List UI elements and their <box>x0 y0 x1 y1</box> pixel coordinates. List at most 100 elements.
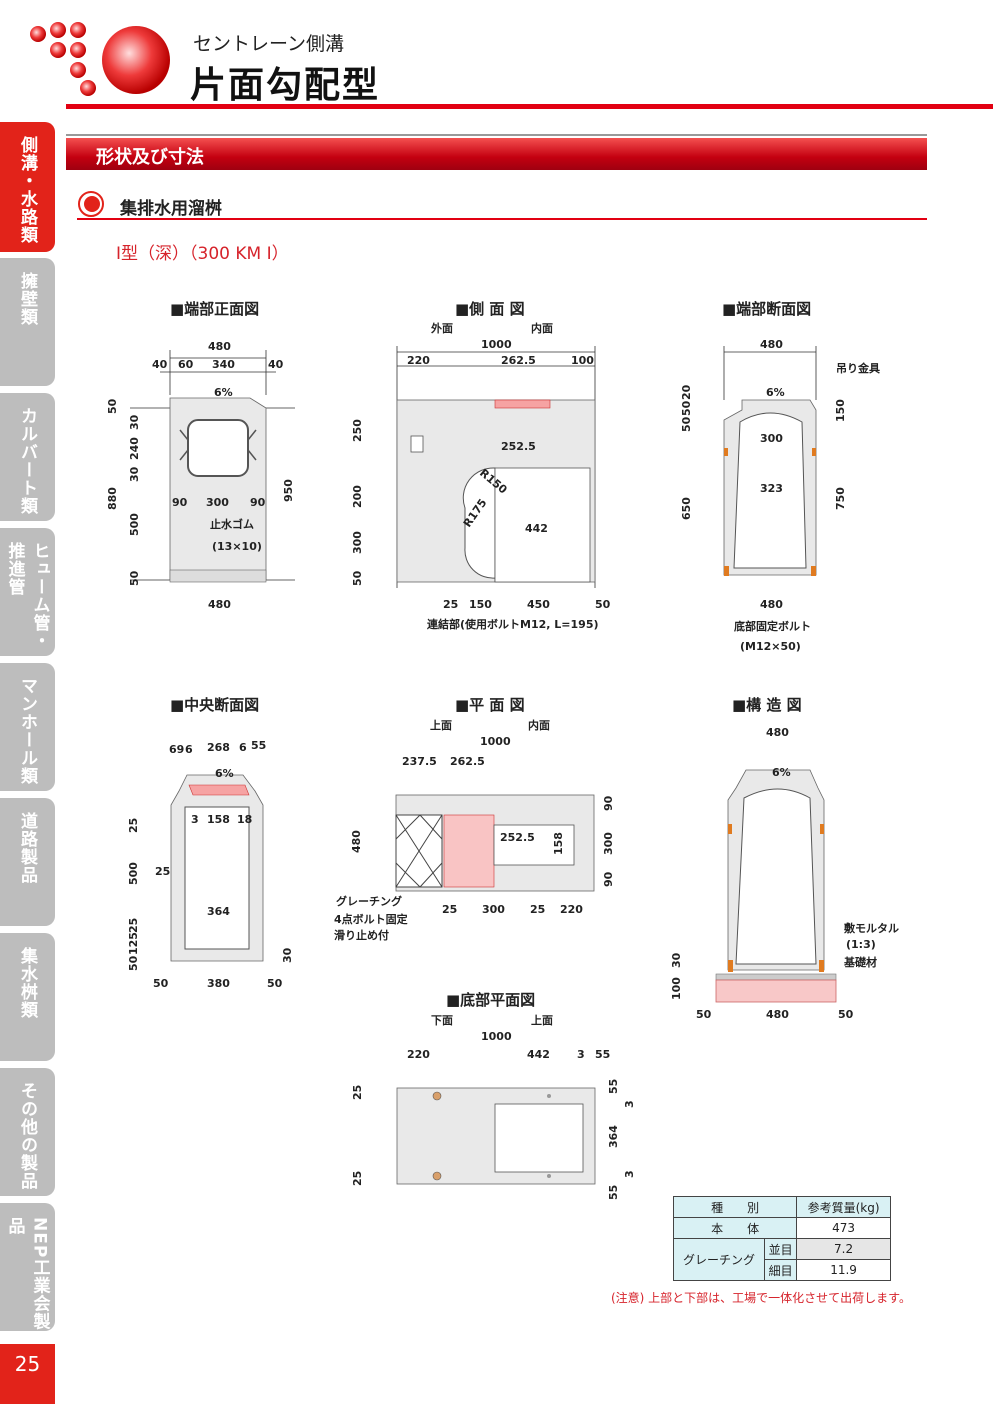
dim-center-6pct: 6% <box>215 767 234 780</box>
dim-side-262-5: 262.5 <box>501 354 536 367</box>
type-label: Ⅰ型（深）（300 KM Ⅰ） <box>116 244 289 264</box>
note-base-bolt: 底部固定ボルト <box>734 619 811 633</box>
tab-label: ヒューム管・推進管 <box>4 542 50 650</box>
title-center-section: ■中央断面図 <box>170 696 260 714</box>
dim-end-section-50b: 50 <box>680 416 693 432</box>
tab-label: マンホール類 <box>17 677 37 785</box>
tab-catch-basin[interactable]: 集水桝類 <box>0 933 55 1061</box>
dim-side-450: 450 <box>527 598 550 611</box>
dim-end-front-240: 240 <box>128 437 141 460</box>
dim-side-442: 442 <box>525 522 548 535</box>
dim-side-250: 250 <box>351 419 364 442</box>
header-divider <box>66 104 993 109</box>
footnote: (注意) 上部と下部は、工場で一体化させて出荷します。 <box>611 1291 911 1305</box>
dim-plan-25a: 25 <box>442 903 457 916</box>
dim-center-50b: 50 <box>153 977 169 990</box>
dim-side-100: 100 <box>571 354 594 367</box>
tab-label: その他の製品 <box>17 1082 37 1190</box>
dim-bottom-3b: 3 <box>623 1100 636 1108</box>
dim-end-front-6pct: 6% <box>214 386 233 399</box>
dim-plan-220: 220 <box>560 903 583 916</box>
dim-plan-1000: 1000 <box>480 735 511 748</box>
subheading-rule <box>77 218 927 220</box>
dim-end-front-480: 480 <box>208 340 231 353</box>
page-title: 片面勾配型 <box>190 65 381 106</box>
dim-end-front-40b: 40 <box>268 358 284 371</box>
header-subtitle: セントレーン側溝 <box>193 33 345 55</box>
title-end-front: ■端部正面図 <box>170 300 260 318</box>
dim-end-front-40a: 40 <box>152 358 168 371</box>
dim-plan-90a: 90 <box>602 795 615 811</box>
dim-structure-480: 480 <box>766 726 789 739</box>
label-waterstop-size: (13×10) <box>212 540 262 553</box>
dim-center-158: 158 <box>207 813 230 826</box>
title-side: ■側 面 図 <box>455 300 525 318</box>
dim-end-front-90a: 90 <box>172 496 188 509</box>
dim-center-125: 125 <box>127 932 140 955</box>
dim-side-1000: 1000 <box>481 338 512 351</box>
note-connection: 連結部(使用ボルトM12, L=195) <box>427 617 599 631</box>
dim-plan-252-5: 252.5 <box>500 831 535 844</box>
dim-side-252-5: 252.5 <box>501 440 536 453</box>
dim-plan-262-5: 262.5 <box>450 755 485 768</box>
dim-side-150: 150 <box>469 598 492 611</box>
label-inner-face: 内面 <box>531 321 553 335</box>
tab-hume-pipe[interactable]: ヒューム管・推進管 <box>0 528 55 656</box>
dim-side-50a: 50 <box>351 570 364 586</box>
tab-other-products[interactable]: その他の製品 <box>0 1068 55 1196</box>
tab-retaining-wall[interactable]: 擁壁類 <box>0 258 55 386</box>
tab-nep-products[interactable]: NEP工業会製品 <box>0 1203 55 1331</box>
label-plan-top: 上面 <box>430 718 452 732</box>
dim-center-6b: 6 <box>239 741 247 754</box>
note-base-bolt-size: (M12×50) <box>740 640 801 653</box>
table-row-fine-value: 11.9 <box>796 1259 891 1281</box>
dim-center-6a: 6 <box>185 743 193 756</box>
tab-manhole[interactable]: マンホール類 <box>0 663 55 791</box>
dim-center-268: 268 <box>207 741 230 754</box>
dim-plan-480: 480 <box>350 830 363 853</box>
title-structure: ■構 造 図 <box>732 696 802 714</box>
dim-side-220: 220 <box>407 354 430 367</box>
dim-structure-50b: 50 <box>838 1008 854 1021</box>
dim-structure-50a: 50 <box>696 1008 712 1021</box>
dim-end-front-950: 950 <box>282 479 295 502</box>
tab-label: NEP工業会製品 <box>4 1217 50 1331</box>
dim-end-front-30b: 30 <box>128 466 141 482</box>
end-front-drawing: 480 40 60 340 40 6% 50 30 240 30 880 500… <box>106 340 295 611</box>
dim-end-section-50a: 50 <box>680 400 693 416</box>
table-header-weight: 参考質量(kg) <box>796 1196 891 1218</box>
label-base-material: 基礎材 <box>843 955 877 969</box>
dim-center-364: 364 <box>207 905 230 918</box>
dim-plan-300a: 300 <box>602 832 615 855</box>
structure-drawing: 480 6% 30 100 50 480 50 敷モルタル (1:3) 基礎材 <box>670 726 899 1021</box>
dim-end-section-750: 750 <box>834 487 847 510</box>
label-bottom-face: 下面 <box>431 1014 453 1027</box>
tab-label: 集水桝類 <box>17 947 37 1019</box>
tab-road-products[interactable]: 道路製品 <box>0 798 55 926</box>
dim-plan-25b: 25 <box>530 903 545 916</box>
dim-side-25: 25 <box>443 598 458 611</box>
dim-structure-30: 30 <box>670 952 683 968</box>
dim-center-50c: 50 <box>267 977 283 990</box>
dim-bottom-442: 442 <box>527 1048 550 1061</box>
dim-plan-158: 158 <box>552 832 565 855</box>
dim-end-front-60: 60 <box>178 358 194 371</box>
label-bottom-top-face: 上面 <box>531 1013 553 1027</box>
dim-end-section-150: 150 <box>834 399 847 422</box>
dim-center-30: 30 <box>281 947 294 963</box>
page-number: 25 <box>0 1344 55 1404</box>
title-bottom-plan: ■底部平面図 <box>446 991 536 1009</box>
dim-structure-100: 100 <box>670 977 683 1000</box>
table-row-grating-name: グレーチング <box>673 1238 765 1281</box>
title-end-section: ■端部断面図 <box>722 300 812 318</box>
dim-structure-6pct: 6% <box>772 766 791 779</box>
tab-culvert[interactable]: カルバート類 <box>0 393 55 521</box>
dim-center-55: 55 <box>251 739 266 752</box>
subheading: 集排水用溜桝 <box>120 199 222 219</box>
tab-side-ditch[interactable]: 側溝・水路類 <box>0 122 55 252</box>
dim-end-front-880: 880 <box>106 487 119 510</box>
side-view-drawing: 外面 内面 1000 220 262.5 100 250 252.5 R150 … <box>351 321 611 631</box>
dim-plan-237-5: 237.5 <box>402 755 437 768</box>
dim-bottom-25b: 25 <box>351 1171 364 1186</box>
dim-end-front-50b: 50 <box>128 570 141 586</box>
